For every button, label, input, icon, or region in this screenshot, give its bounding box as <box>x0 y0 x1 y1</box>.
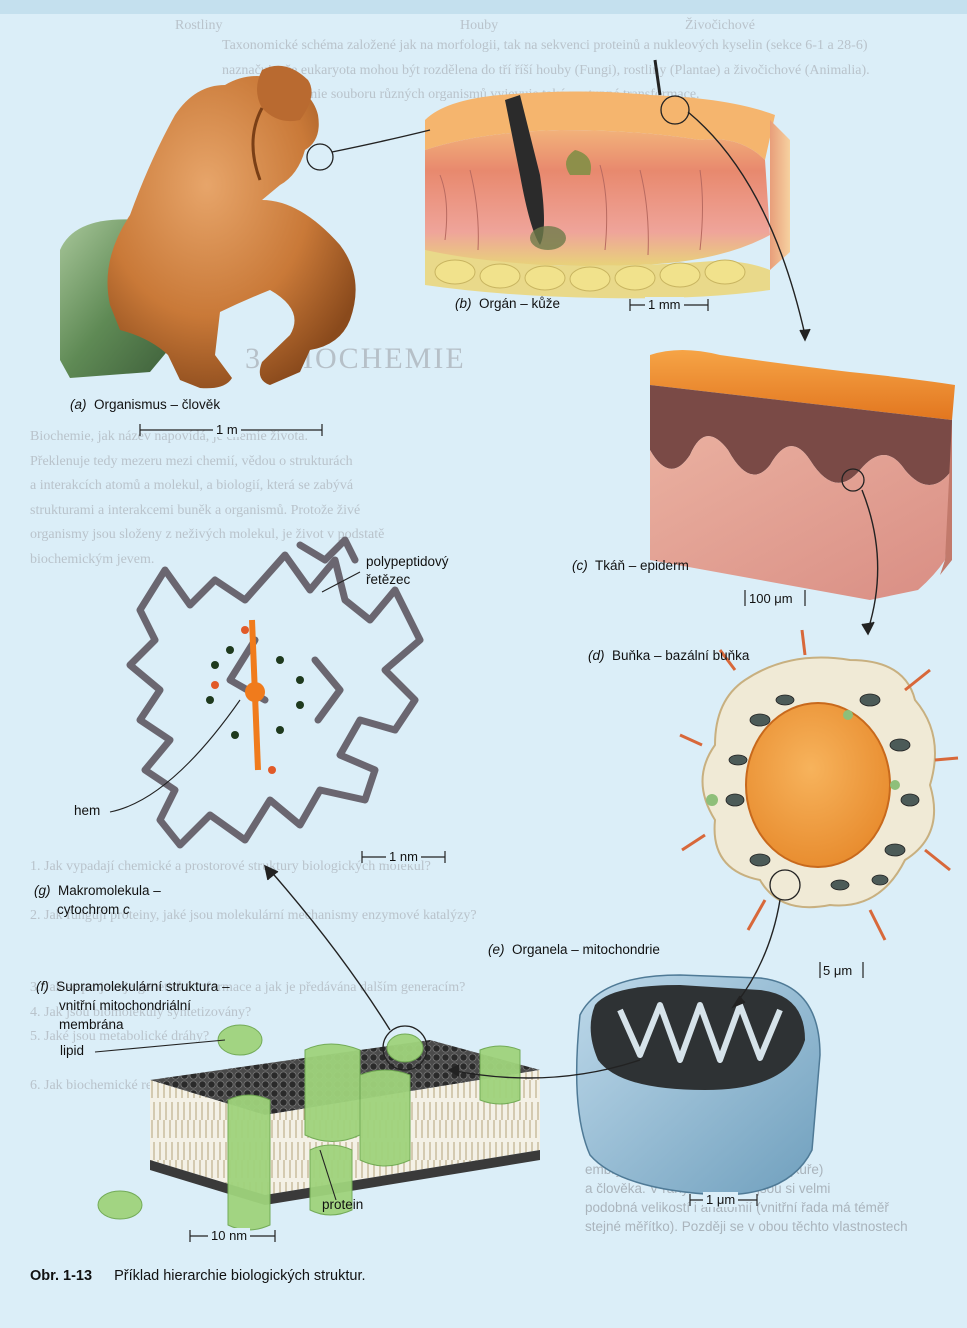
scale-organelle: 1 μm <box>703 1192 738 1207</box>
scale-supramolecular: 10 nm <box>208 1228 250 1243</box>
label-text: Supramolekulární struktura – <box>56 979 229 994</box>
label-text: cytochrom <box>57 902 119 917</box>
label-text: Buňka – bazální buňka <box>612 648 749 663</box>
scale-macromolecule: 1 nm <box>386 849 421 864</box>
caption-number: Obr. 1-13 <box>30 1268 92 1284</box>
tissue-illustration <box>650 350 955 600</box>
annotation-protein: protein <box>322 1197 363 1212</box>
label-organ: (b) Orgán – kůže <box>455 296 560 311</box>
label-letter: (c) <box>572 558 588 573</box>
organ-illustration <box>425 60 790 298</box>
annotation-text: polypeptidový <box>366 554 449 569</box>
label-text: Organismus – člověk <box>94 397 220 412</box>
label-organism: (a) Organismus – člověk <box>70 397 220 412</box>
annotation-text: řetězec <box>366 572 410 587</box>
cell-illustration <box>680 630 958 940</box>
annotation-lipid: lipid <box>60 1043 84 1058</box>
label-italic: c <box>123 902 130 917</box>
annotation-heme: hem <box>74 803 100 818</box>
label-letter: (d) <box>588 648 605 663</box>
label-text: vnitřní mitochondriální <box>59 998 191 1013</box>
membrane-illustration <box>98 1025 540 1230</box>
label-supramolecular: (f) Supramolekulární struktura – vnitřní… <box>36 977 230 1034</box>
organelle-illustration <box>577 975 820 1195</box>
scale-cell: 5 μm <box>823 963 852 978</box>
label-text: Orgán – kůže <box>479 296 560 311</box>
caption-text: Příklad hierarchie biologických struktur… <box>114 1268 365 1284</box>
figure-caption: Obr. 1-13 Příklad hierarchie biologických… <box>30 1268 366 1284</box>
scale-organism: 1 m <box>213 422 241 437</box>
label-text: Tkáň – epiderm <box>595 558 689 573</box>
label-letter: (g) <box>34 883 51 898</box>
label-letter: (f) <box>36 979 49 994</box>
scale-tissue: 100 μm <box>749 591 793 606</box>
label-letter: (b) <box>455 296 472 311</box>
label-text: membrána <box>59 1017 124 1032</box>
scale-organ: 1 mm <box>645 297 684 312</box>
label-text: Makromolekula – <box>58 883 161 898</box>
label-letter: (e) <box>488 942 505 957</box>
label-tissue: (c) Tkáň – epiderm <box>572 558 689 573</box>
organism-illustration <box>60 66 356 389</box>
label-letter: (a) <box>70 397 87 412</box>
label-text: Organela – mitochondrie <box>512 942 660 957</box>
label-organelle: (e) Organela – mitochondrie <box>488 942 660 957</box>
label-cell: (d) Buňka – bazální buňka <box>588 648 749 663</box>
label-macromolecule: (g) Makromolekula – cytochrom c <box>34 881 161 919</box>
annotation-polypeptide: polypeptidový řetězec <box>366 553 449 589</box>
heme-group <box>206 620 304 774</box>
